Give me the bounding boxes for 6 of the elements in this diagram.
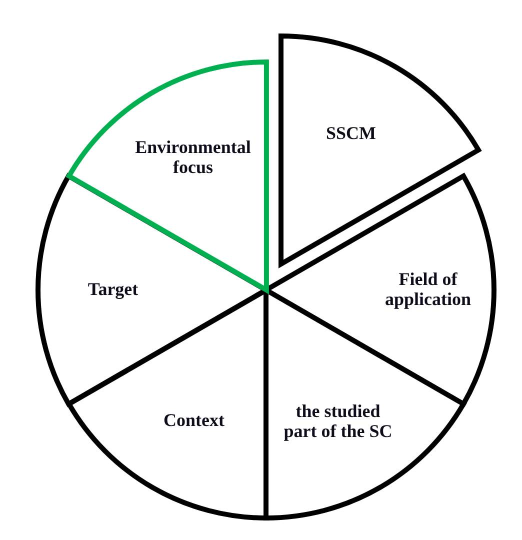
sector-label: Context: [163, 410, 224, 430]
sector-label: Target: [88, 279, 138, 299]
sector-label: the studied part of the SC: [282, 401, 394, 441]
sector-label: SSCM: [326, 122, 376, 143]
sector-label: Field of application: [385, 269, 471, 309]
sector-label: Environmental focus: [135, 137, 251, 177]
